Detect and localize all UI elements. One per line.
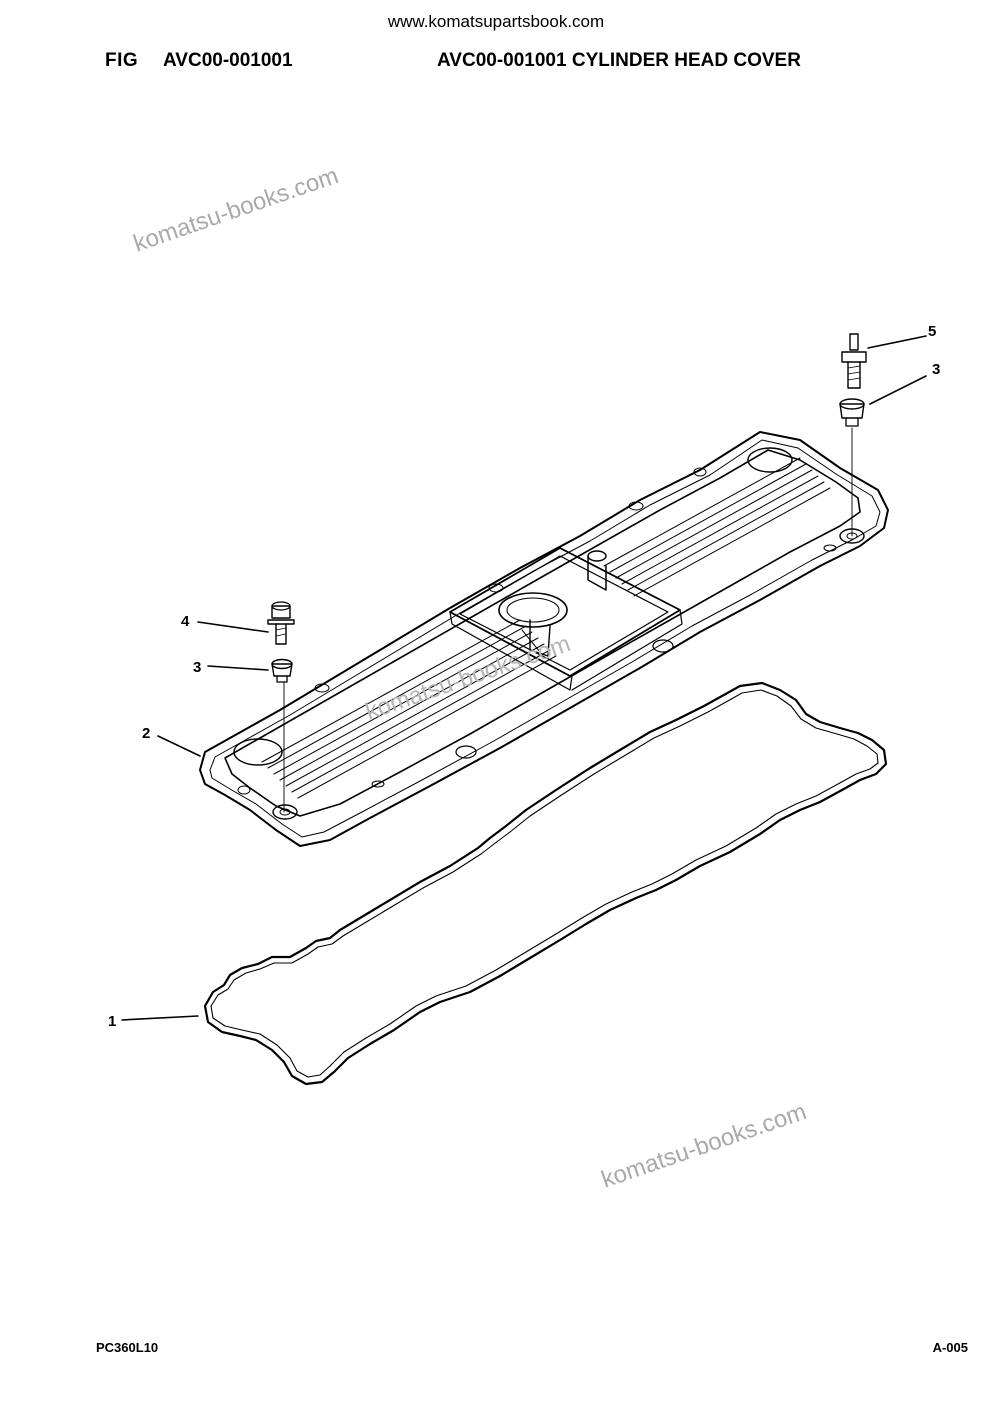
seal-washer-left-part [271, 658, 293, 683]
gasket-part [203, 681, 888, 1086]
footer-model: PC360L10 [96, 1340, 159, 1355]
stud-bolt-part [841, 333, 867, 389]
leader-line-2 [157, 735, 201, 757]
cover-part [199, 427, 889, 847]
leader-line-1 [121, 1015, 199, 1021]
fig-title: AVC00-001001 CYLINDER HEAD COVER [437, 50, 801, 71]
leader-line-4 [197, 621, 269, 633]
bolt-part [267, 601, 295, 645]
callout-5: 5 [928, 323, 936, 340]
leader-line-5 [867, 335, 927, 349]
site-url: www.komatsupartsbook.com [387, 12, 605, 31]
seal-washer-right-part [839, 398, 865, 427]
callout-4: 4 [181, 613, 190, 630]
callout-1: 1 [108, 1013, 116, 1030]
callout-3-left: 3 [193, 659, 201, 676]
footer-page-number: A-005 [932, 1340, 968, 1355]
fig-label: FIG [105, 50, 139, 71]
leader-line-3-right [869, 375, 927, 405]
fig-code: AVC00-001001 [163, 50, 293, 71]
callout-3-right: 3 [932, 361, 940, 378]
callout-2: 2 [142, 725, 150, 742]
leader-line-3-left [207, 665, 269, 671]
